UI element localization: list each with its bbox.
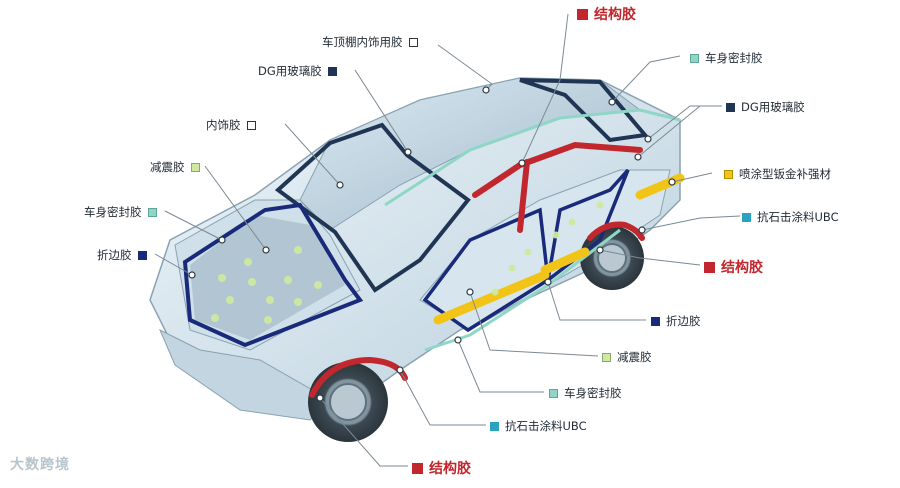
- door-hem-bead: [422, 207, 550, 333]
- swatch-red-icon: [704, 261, 715, 273]
- label-text: 喷涂型钣金补强材: [739, 167, 831, 181]
- swatch-light-green-icon: [602, 352, 611, 362]
- swatch-mint-icon: [549, 388, 558, 398]
- swatch-red-icon: [412, 462, 423, 474]
- body-seal-line-lower: [424, 228, 621, 352]
- watermark-text: 大数跨境: [10, 457, 70, 473]
- label-text: 抗石击涂料UBC: [505, 419, 587, 433]
- body-seal-line: [384, 108, 681, 207]
- damping-dots: [211, 201, 604, 324]
- label-damping-bottom: 减震胶: [602, 349, 652, 365]
- label-text: 减震胶: [617, 350, 652, 364]
- label-text: 车身密封胶: [564, 386, 622, 400]
- label-text: 车身密封胶: [705, 51, 763, 65]
- label-structural-top: 结构胶: [577, 4, 636, 24]
- label-spray-reinforcement: 喷涂型钣金补强材: [724, 166, 831, 182]
- label-text: DG用玻璃胶: [258, 64, 322, 78]
- label-text: 减震胶: [150, 160, 185, 174]
- roof-structural-bead: [472, 141, 643, 198]
- label-hem-left: 折边胶: [97, 247, 147, 263]
- swatch-navy-icon: [726, 102, 735, 112]
- label-text: DG用玻璃胶: [741, 100, 805, 114]
- label-body-seal-right: 车身密封胶: [690, 50, 763, 66]
- label-text: 车身密封胶: [84, 205, 142, 219]
- swatch-blue-icon: [137, 250, 147, 260]
- swatch-blue-icon: [651, 316, 660, 326]
- label-ubc-right: 抗石击涂料UBC: [742, 209, 839, 225]
- label-dg-glass-left: DG用玻璃胶: [258, 63, 337, 79]
- rear-door-hem-bead: [545, 168, 630, 285]
- swatch-teal-icon: [742, 212, 751, 222]
- label-interior-adhesive: 内饰胶: [206, 117, 256, 133]
- pillar-structural-bead: [517, 159, 530, 233]
- engine-bay: [190, 215, 345, 340]
- swatch-yellow-icon: [724, 169, 733, 179]
- label-text: 结构胶: [721, 260, 763, 276]
- rear-glass-bead: [519, 78, 649, 143]
- leader-lines: [154, 13, 741, 467]
- label-text: 折边胶: [97, 248, 132, 262]
- label-damping-left: 减震胶: [150, 159, 200, 175]
- label-dg-glass-right: DG用玻璃胶: [726, 99, 805, 115]
- swatch-teal-icon: [490, 421, 499, 431]
- spray-reinforcement-sill: [433, 270, 550, 325]
- label-hem-right: 折边胶: [651, 313, 701, 329]
- swatch-white-icon: [408, 37, 418, 47]
- label-text: 折边胶: [666, 314, 701, 328]
- hood-hem-bead: [182, 202, 364, 348]
- label-text: 车顶棚内饰用胶: [322, 35, 403, 49]
- windshield-glass-bead: [274, 122, 471, 293]
- label-structural-right: 结构胶: [704, 257, 763, 277]
- front-wheel-hub: [329, 383, 367, 421]
- label-text: 内饰胶: [206, 118, 241, 132]
- swatch-mint-icon: [147, 207, 157, 217]
- label-body-seal-bottom: 车身密封胶: [549, 385, 622, 401]
- label-text: 抗石击涂料UBC: [757, 210, 839, 224]
- swatch-red-icon: [577, 8, 588, 20]
- swatch-light-green-icon: [190, 162, 200, 172]
- swatch-mint-icon: [690, 53, 699, 63]
- label-text: 结构胶: [594, 7, 636, 23]
- leader-dots: [188, 86, 676, 402]
- label-headliner-adhesive: 车顶棚内饰用胶: [322, 34, 418, 50]
- rear-arch-structural-bead: [587, 221, 645, 241]
- label-structural-bottom: 结构胶: [412, 458, 471, 478]
- swatch-navy-icon: [327, 66, 337, 76]
- spray-reinforcement-rear: [540, 247, 590, 275]
- swatch-white-icon: [246, 120, 256, 130]
- label-text: 结构胶: [429, 461, 471, 477]
- label-body-seal-left: 车身密封胶: [84, 204, 157, 220]
- watermark: 大数跨境: [10, 454, 70, 474]
- label-ubc-bottom: 抗石击涂料UBC: [490, 418, 587, 434]
